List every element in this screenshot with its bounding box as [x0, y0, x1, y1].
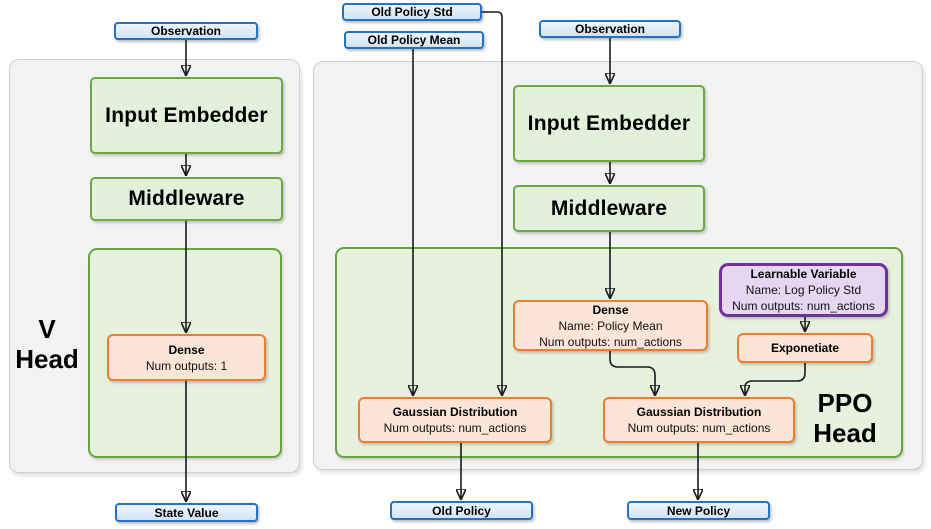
node-state-value: State Value [115, 503, 258, 522]
node-old-policy: Old Policy [390, 501, 533, 520]
v-head-label-line2: Head [15, 344, 79, 374]
node-label: Input Embedder [527, 111, 691, 135]
node-title: Gaussian Distribution [392, 405, 518, 419]
node-middleware-right: Middleware [513, 185, 705, 232]
node-exponetiate: Exponetiate [737, 333, 873, 363]
node-learnable-variable: Learnable Variable Name: Log Policy Std … [719, 263, 888, 317]
node-title: Dense [592, 302, 629, 317]
node-label: Observation [574, 22, 646, 36]
node-gaussian-distribution-new: Gaussian Distribution Num outputs: num_a… [603, 397, 795, 443]
node-line: Num outputs: num_actions [732, 299, 875, 313]
node-line: Num outputs: num_actions [539, 334, 682, 349]
node-title: Gaussian Distribution [636, 405, 762, 419]
node-gaussian-distribution-old: Gaussian Distribution Num outputs: num_a… [358, 397, 552, 443]
node-new-policy: New Policy [627, 501, 770, 520]
ppo-head-label: PPO Head [799, 388, 891, 448]
v-head-label: V Head [8, 314, 86, 374]
ppo-head-label-line2: Head [813, 418, 877, 448]
node-title: Learnable Variable [750, 267, 857, 281]
node-label: Middleware [128, 187, 245, 210]
node-dense-policy-mean: Dense Name: Policy Mean Num outputs: num… [513, 300, 708, 351]
node-old-policy-std: Old Policy Std [342, 3, 482, 21]
node-line: Num outputs: 1 [145, 358, 228, 373]
node-label: Old Policy Mean [367, 33, 461, 47]
node-line: Num outputs: num_actions [627, 421, 771, 435]
node-label: Old Policy [432, 503, 491, 518]
node-label: Observation [150, 24, 222, 38]
node-middleware-left: Middleware [90, 177, 283, 221]
node-label: Old Policy Std [371, 5, 453, 19]
node-observation-left: Observation [114, 22, 258, 40]
node-line: Name: Policy Mean [558, 318, 663, 333]
ppo-head-label-line1: PPO [817, 388, 873, 418]
node-label: Middleware [550, 196, 668, 220]
v-head-label-line1: V [38, 314, 56, 344]
node-label: Input Embedder [105, 103, 268, 127]
node-label: State Value [154, 505, 219, 520]
node-old-policy-mean: Old Policy Mean [344, 31, 484, 49]
node-observation-right: Observation [539, 20, 681, 38]
node-input-embedder-left: Input Embedder [90, 77, 283, 154]
node-input-embedder-right: Input Embedder [513, 85, 705, 162]
node-dense-v: Dense Num outputs: 1 [107, 334, 266, 381]
node-title: Dense [168, 342, 205, 357]
node-label: Exponetiate [770, 341, 839, 355]
node-line: Num outputs: num_actions [383, 421, 527, 435]
node-line: Name: Log Policy Std [745, 283, 862, 297]
node-label: New Policy [666, 503, 731, 518]
